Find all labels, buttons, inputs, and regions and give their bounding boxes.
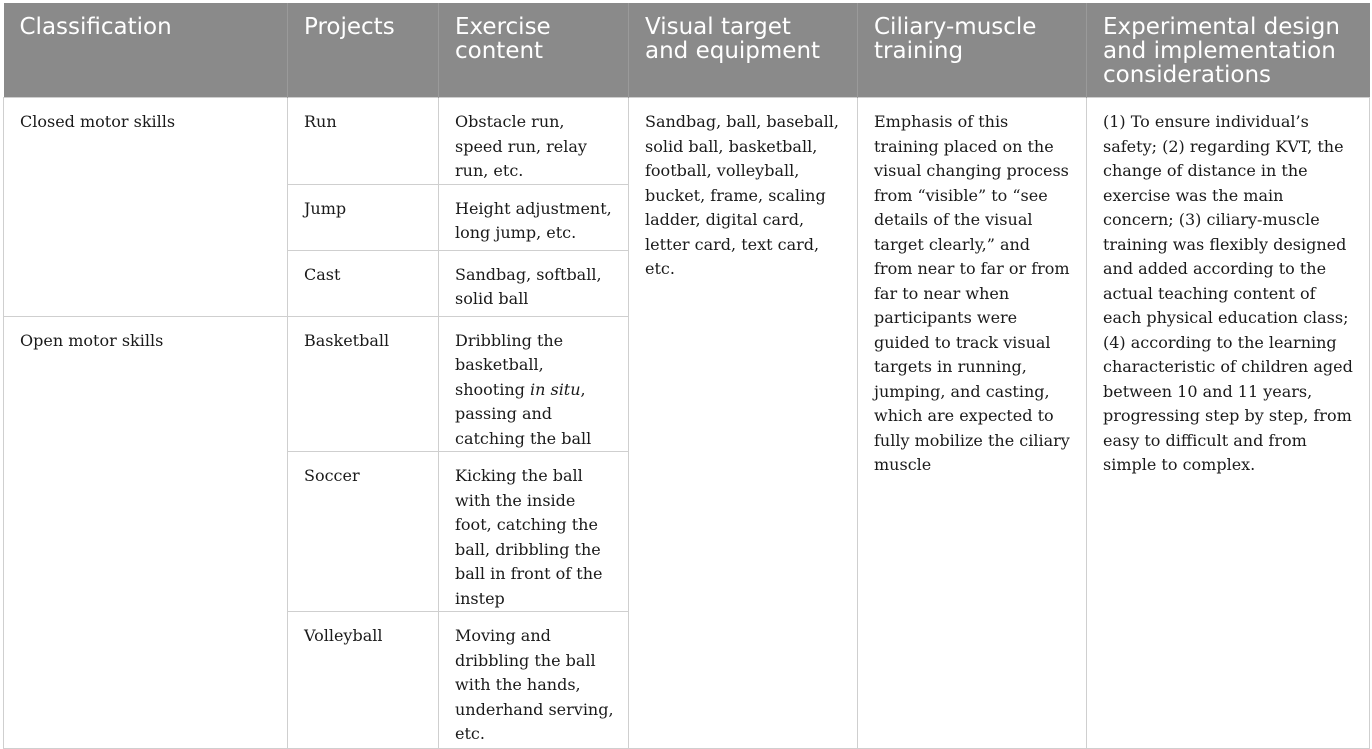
classification-cell: Closed motor skills bbox=[3, 97, 288, 317]
visual-target-cell: Sandbag, ball, baseball, solid ball, bas… bbox=[628, 97, 858, 749]
project-cell: Soccer bbox=[287, 451, 439, 612]
project-cell: Cast bbox=[287, 249, 439, 317]
content-text: Dribbling the basketball, shooting bbox=[455, 330, 564, 399]
header-row: Classification Projects Exercise content… bbox=[3, 3, 1370, 98]
content-text: , passing and catching the ball bbox=[455, 379, 592, 448]
design-considerations-cell: (1) To ensure individual’s safety; (2) r… bbox=[1086, 97, 1370, 749]
header-exercise-content: Exercise content bbox=[438, 3, 629, 98]
classification-cell: Open motor skills bbox=[3, 315, 288, 749]
content-cell: Height adjustment, long jump, etc. bbox=[438, 183, 629, 251]
project-cell: Volleyball bbox=[287, 611, 439, 749]
table-row: Cast Sandbag, softball, solid ball bbox=[4, 249, 1370, 317]
project-cell: Jump bbox=[287, 183, 439, 251]
content-cell: Sandbag, softball, solid ball bbox=[438, 249, 629, 317]
table-row: Closed motor skills Run Obstacle run, sp… bbox=[3, 97, 1370, 749]
header-ciliary-training: Ciliary-muscle training bbox=[857, 3, 1087, 98]
header-visual-target: Visual target and equipment bbox=[628, 3, 858, 98]
content-cell: Kicking the ball with the inside foot, c… bbox=[438, 451, 629, 612]
header-design-considerations: Experimental design and implementation c… bbox=[1086, 3, 1370, 98]
table-row: Open motor skills Basketball Dribbling t… bbox=[3, 315, 1370, 749]
header-classification: Classification bbox=[3, 3, 288, 98]
content-cell: Dribbling the basketball, shooting in si… bbox=[438, 315, 629, 452]
project-cell: Run bbox=[287, 97, 439, 185]
exercise-table: Classification Projects Exercise content… bbox=[3, 3, 1370, 749]
content-cell: Moving and dribbling the ball with the h… bbox=[438, 611, 629, 749]
table-row: Jump Height adjustment, long jump, etc. bbox=[4, 183, 1370, 251]
ciliary-training-cell: Emphasis of this training placed on the … bbox=[857, 97, 1087, 749]
table-row: Soccer Kicking the ball with the inside … bbox=[4, 451, 1370, 612]
content-cell: Obstacle run, speed run, relay run, etc. bbox=[438, 97, 629, 185]
header-projects: Projects bbox=[287, 3, 439, 98]
content-italic-text: in situ bbox=[529, 379, 581, 399]
project-cell: Basketball bbox=[287, 315, 439, 452]
